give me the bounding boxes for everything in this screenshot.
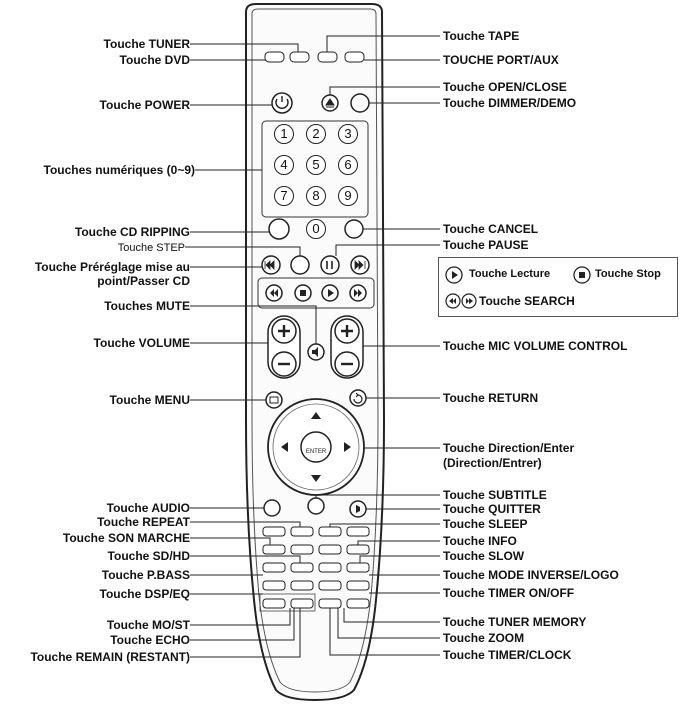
cancel-button bbox=[344, 219, 364, 239]
label-sd-hd: Touche SD/HD bbox=[107, 549, 190, 563]
label-mode-inverse: Touche MODE INVERSE/LOGO bbox=[443, 568, 619, 582]
label-cancel: Touche CANCEL bbox=[443, 222, 539, 236]
number-button-9[interactable]: 9 bbox=[338, 186, 358, 206]
label-direction: Touche Direction/Enter (Direction/Entrer… bbox=[443, 441, 575, 470]
number-button-8[interactable]: 8 bbox=[306, 186, 326, 206]
label-repeat: Touche REPEAT bbox=[97, 515, 190, 529]
number-button-3[interactable]: 3 bbox=[338, 124, 358, 144]
pause-button bbox=[320, 255, 340, 275]
label-mic-volume: Touche MIC VOLUME CONTROL bbox=[443, 339, 628, 353]
left-arrow-icon bbox=[281, 442, 288, 452]
legend-box: Touche Lecture Touche Stop Touche SEARCH bbox=[438, 257, 678, 317]
label-pause: Touche PAUSE bbox=[443, 238, 529, 252]
label-tape: Touche TAPE bbox=[443, 29, 520, 43]
leader-lines bbox=[185, 35, 440, 658]
label-open-close: Touche OPEN/CLOSE bbox=[443, 80, 567, 94]
label-cd-ripping: Touche CD RIPPING bbox=[74, 225, 190, 239]
label-timer-clock: Touche TIMER/CLOCK bbox=[443, 648, 572, 662]
function-button-grid bbox=[262, 526, 370, 609]
label-slow: Touche SLOW bbox=[443, 549, 525, 563]
enter-label: ENTER bbox=[305, 449, 327, 455]
step-button bbox=[290, 255, 310, 275]
label-son-marche: Touche SON MARCHE bbox=[62, 531, 190, 545]
numeric-pad-frame bbox=[261, 120, 369, 218]
dvd-button bbox=[264, 51, 285, 63]
label-tuner-memory: Touche TUNER MEMORY bbox=[443, 615, 587, 629]
enter-button bbox=[300, 431, 332, 463]
label-sleep: Touche SLEEP bbox=[443, 517, 528, 531]
number-button-2[interactable]: 2 bbox=[306, 124, 326, 144]
label-echo: Touche ECHO bbox=[110, 633, 190, 647]
subtitle-button bbox=[307, 497, 325, 515]
label-audio: Touche AUDIO bbox=[106, 501, 190, 515]
label-numeric: Touches numériques (0~9) bbox=[43, 163, 195, 177]
legend-play-label: Touche Lecture bbox=[469, 268, 551, 280]
dimmer-button bbox=[350, 93, 370, 113]
label-zoom: Touche ZOOM bbox=[443, 631, 525, 645]
power-button bbox=[271, 92, 293, 114]
label-info: Touche INFO bbox=[443, 534, 517, 548]
port-aux-button bbox=[344, 51, 365, 63]
label-step: Touche STEP bbox=[117, 242, 185, 254]
label-pbass: Touche P.BASS bbox=[101, 568, 190, 582]
label-preset: Touche Préréglage mise au point/Passer C… bbox=[34, 260, 190, 288]
label-dvd: Touche DVD bbox=[119, 53, 190, 67]
label-quitter: Touche QUITTER bbox=[443, 502, 541, 516]
label-power: Touche POWER bbox=[99, 98, 190, 112]
number-button-4[interactable]: 4 bbox=[274, 155, 294, 175]
label-port-aux: TOUCHE PORT/AUX bbox=[443, 53, 559, 67]
down-arrow-icon bbox=[311, 475, 321, 482]
label-return: Touche RETURN bbox=[443, 391, 539, 405]
number-button-5[interactable]: 5 bbox=[306, 155, 326, 175]
label-dimmer: Touche DIMMER/DEMO bbox=[443, 96, 577, 110]
label-subtitle: Touche SUBTITLE bbox=[443, 488, 547, 502]
label-mo-st: Touche MO/ST bbox=[106, 618, 190, 632]
number-button-1[interactable]: 1 bbox=[274, 124, 294, 144]
label-dsp-eq: Touche DSP/EQ bbox=[99, 587, 190, 601]
legend-stop-label: Touche Stop bbox=[595, 268, 661, 280]
audio-button bbox=[263, 499, 281, 517]
label-tuner: Touche TUNER bbox=[103, 37, 190, 51]
up-arrow-icon bbox=[311, 412, 321, 419]
label-mute: Touches MUTE bbox=[104, 299, 190, 313]
right-arrow-icon bbox=[344, 442, 351, 452]
label-volume: Touche VOLUME bbox=[93, 336, 190, 350]
number-button-0[interactable]: 0 bbox=[306, 219, 326, 239]
label-menu: Touche MENU bbox=[109, 393, 190, 407]
tuner-button bbox=[289, 51, 310, 63]
number-button-7[interactable]: 7 bbox=[274, 186, 294, 206]
label-timer-onoff: Touche TIMER ON/OFF bbox=[443, 586, 575, 600]
cd-ripping-button bbox=[268, 218, 290, 240]
number-button-6[interactable]: 6 bbox=[338, 155, 358, 175]
label-remain: Touche REMAIN (RESTANT) bbox=[30, 650, 190, 664]
legend-search-label: Touche SEARCH bbox=[479, 294, 575, 308]
menu-button bbox=[265, 391, 283, 409]
tape-button bbox=[317, 51, 338, 63]
